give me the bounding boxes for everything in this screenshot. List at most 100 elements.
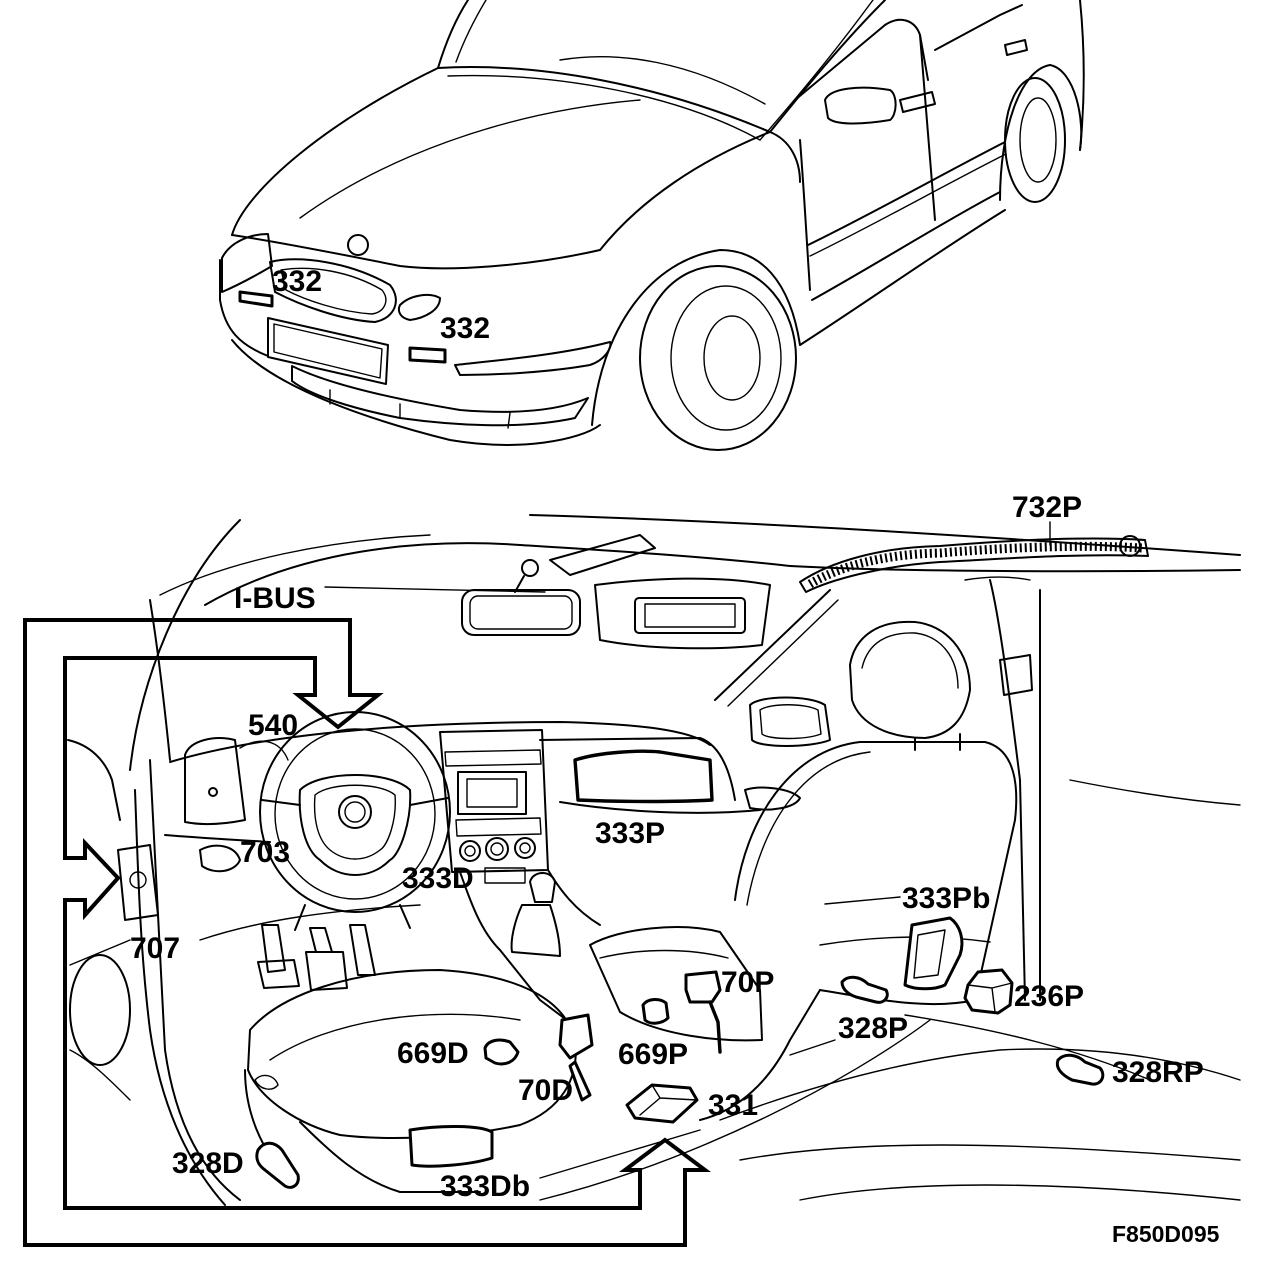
door-module-knob	[129, 871, 147, 889]
component-328p	[840, 975, 889, 1004]
steering-wheel-emblem-inner	[344, 801, 366, 823]
leader-333pb	[824, 896, 901, 905]
rear-view-mirror	[461, 589, 581, 636]
rear-quarter	[1079, 0, 1085, 151]
driver-seat-front	[299, 1121, 481, 1193]
roof-rail-clip	[964, 576, 1031, 581]
floor-line-2	[739, 1144, 1241, 1161]
rear-door-line	[1069, 779, 1241, 806]
label-669d: 669D	[397, 1037, 469, 1070]
roof-rail	[789, 565, 1241, 573]
curtain-airbag-outline	[799, 537, 1149, 593]
hood-left-edge	[231, 67, 439, 236]
pedal-brake	[309, 927, 333, 953]
passenger-headrest	[849, 620, 971, 739]
component-331	[625, 1083, 699, 1124]
b-pillar-interior	[989, 579, 1026, 1001]
driver-seat-stitch	[269, 1013, 521, 1061]
steering-column	[294, 904, 411, 931]
left-a-pillar	[149, 599, 171, 761]
sun-visor-right	[594, 577, 771, 650]
parking-sensor-right	[408, 346, 447, 364]
floor-line-3	[799, 1184, 1241, 1201]
passenger-seat-back	[734, 741, 1018, 1006]
label-331: 331	[708, 1089, 758, 1122]
light-switch-panel	[199, 844, 241, 873]
leader-333db	[539, 1129, 701, 1179]
door-pocket	[69, 1049, 131, 1101]
passenger-side-mirror	[749, 696, 831, 747]
a-pillar-inner	[759, 0, 874, 141]
rear-rim	[1019, 97, 1057, 183]
label-70d: 70D	[518, 1074, 573, 1107]
component-669p	[641, 998, 670, 1025]
passenger-seat-lower	[699, 989, 821, 1121]
label-669p: 669P	[618, 1038, 688, 1071]
left-door-top	[67, 739, 121, 821]
rear-tire	[1004, 77, 1066, 203]
component-328d	[255, 1141, 300, 1189]
windshield-left-edge	[437, 0, 469, 69]
passenger-headrest-inner	[861, 632, 959, 689]
cowl-inner-line	[447, 74, 761, 141]
steering-spoke-left	[261, 799, 301, 806]
components	[255, 916, 1105, 1189]
fog-light-right	[397, 293, 441, 321]
grille-inner	[280, 267, 387, 315]
steering-wheel-rim-inner	[274, 728, 436, 900]
car-exterior	[219, 0, 1085, 451]
label-328p: 328P	[838, 1012, 908, 1045]
steering-wheel-emblem	[338, 795, 372, 829]
climate-knob-right-center	[519, 842, 531, 854]
front-tire	[639, 265, 797, 451]
passenger-seat-panel	[819, 936, 991, 946]
labels: 332 332 732P I-BUS 540 703 333P 333D 333…	[130, 265, 1220, 1247]
climate-knob-middle	[485, 837, 509, 861]
hood-crease	[299, 99, 641, 219]
floor-line-1	[719, 1048, 1241, 1121]
instrument-cluster-hood	[184, 737, 246, 826]
armrest-top	[599, 949, 729, 959]
seat-adjuster	[254, 1074, 279, 1090]
hood-front-edge	[231, 234, 601, 270]
climate-knob-right	[514, 837, 536, 859]
grille-outer	[269, 258, 397, 323]
component-669d	[483, 1038, 520, 1066]
side-molding-lower	[809, 153, 1007, 257]
cowl-line	[437, 66, 771, 133]
headliner-top	[529, 514, 1241, 556]
dashboard-lower-left	[164, 834, 271, 843]
windshield-left-inner	[455, 0, 487, 63]
lower-intake	[291, 365, 589, 427]
door-speaker	[69, 954, 131, 1066]
label-333pb: 333Pb	[902, 882, 990, 915]
front-wheel-arch	[591, 249, 801, 426]
front-hub	[703, 315, 761, 401]
label-540: 540	[248, 709, 298, 742]
label-333d: 333D	[402, 862, 474, 895]
fender-top	[769, 131, 801, 183]
gear-boot	[510, 904, 561, 957]
windshield-top	[159, 534, 431, 596]
label-707: 707	[130, 932, 180, 965]
side-molding	[807, 141, 1006, 246]
component-333pb	[903, 916, 964, 991]
seatbelt-guide	[999, 654, 1033, 696]
component-333pb-inner	[913, 929, 946, 979]
label-332-left: 332	[272, 265, 322, 298]
left-door-edge-outer	[149, 759, 241, 1201]
parking-sensor-left	[238, 290, 274, 308]
label-333p: 333P	[595, 817, 665, 850]
headlight-left	[221, 233, 273, 293]
center-button-row	[455, 817, 542, 837]
center-display	[457, 771, 527, 815]
label-703: 703	[240, 836, 290, 869]
hood-emblem	[347, 234, 369, 256]
climate-knob-left-center	[464, 845, 476, 857]
component-236p	[963, 968, 1014, 1015]
glove-box-handle	[744, 786, 801, 811]
front-door-handle	[899, 91, 936, 113]
leader-ibus	[324, 586, 546, 593]
